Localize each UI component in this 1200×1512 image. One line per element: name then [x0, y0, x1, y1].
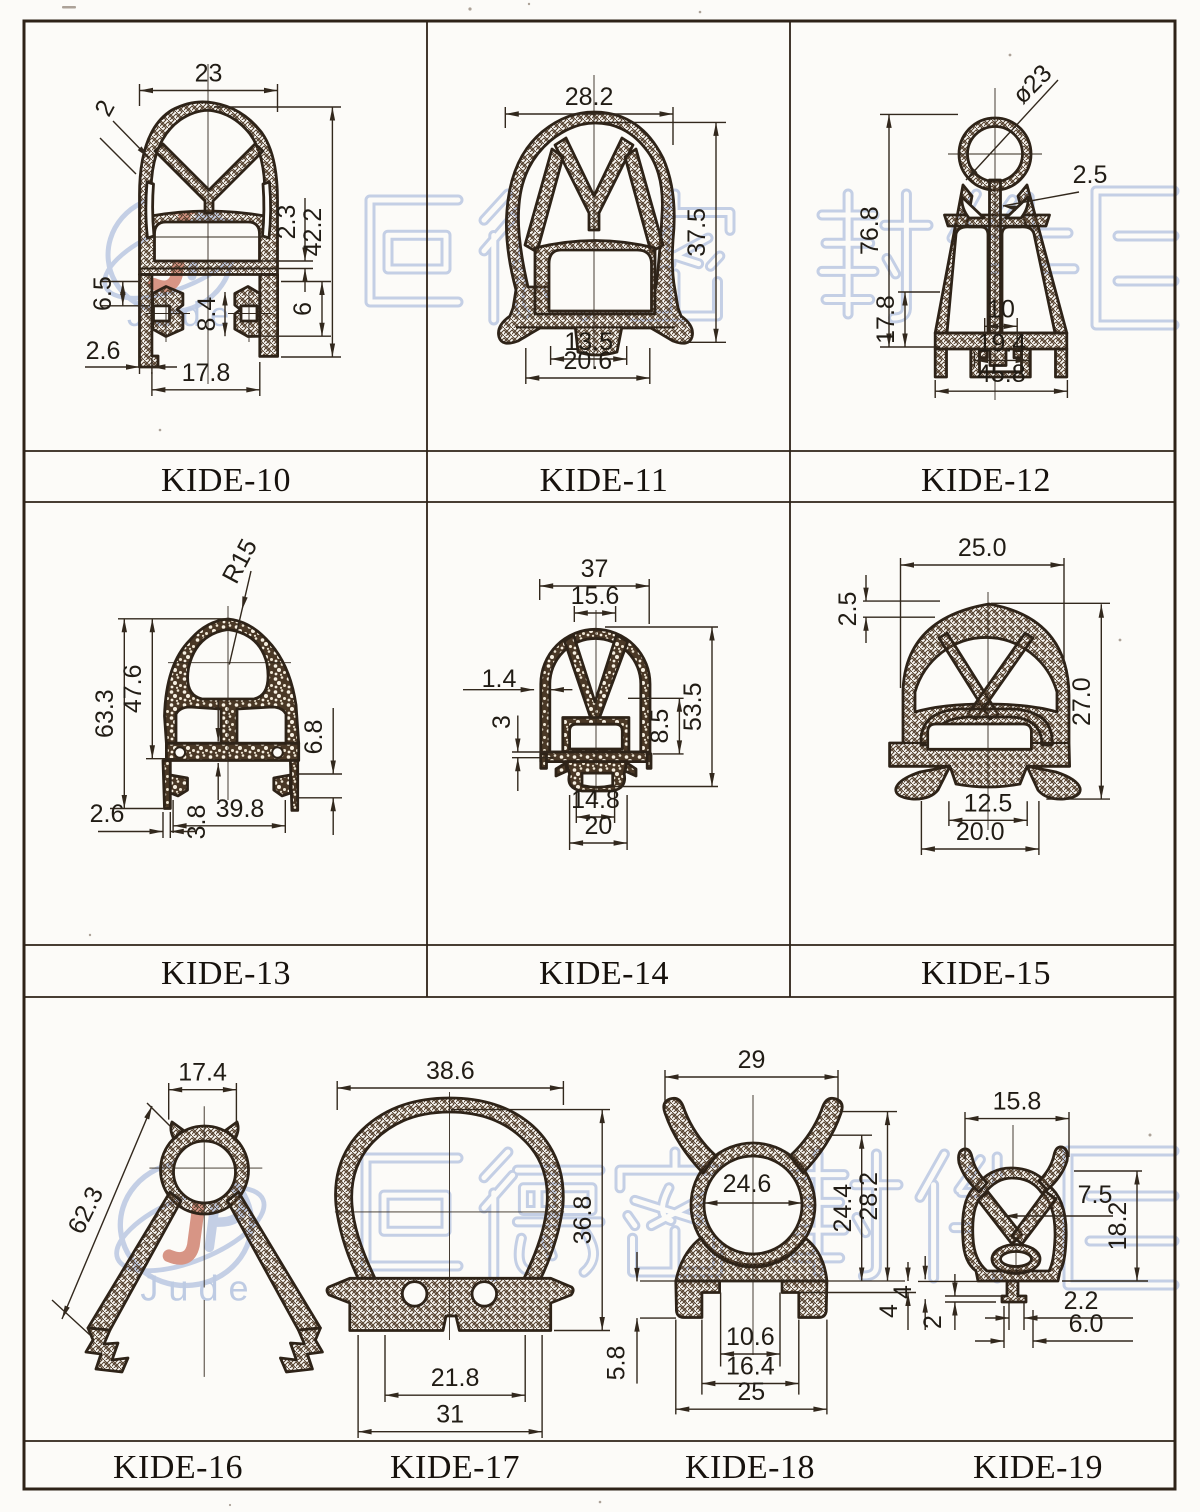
svg-text:2.3: 2.3	[273, 205, 301, 240]
svg-text:KIDE-19: KIDE-19	[973, 1449, 1103, 1486]
svg-text:25.0: 25.0	[958, 534, 1007, 562]
svg-text:6.0: 6.0	[1069, 1310, 1104, 1338]
svg-text:KIDE-18: KIDE-18	[685, 1449, 815, 1486]
svg-text:31: 31	[436, 1401, 464, 1429]
svg-text:15.8: 15.8	[993, 1088, 1042, 1116]
svg-text:14.8: 14.8	[571, 786, 620, 814]
svg-text:7.5: 7.5	[1078, 1181, 1113, 1209]
svg-text:2.5: 2.5	[834, 592, 862, 627]
svg-text:2: 2	[919, 1315, 947, 1329]
svg-text:36.8: 36.8	[569, 1196, 597, 1245]
svg-text:47.6: 47.6	[119, 664, 147, 713]
svg-text:4: 4	[875, 1304, 903, 1318]
svg-text:27.0: 27.0	[1068, 677, 1096, 726]
svg-text:15.6: 15.6	[571, 582, 620, 610]
svg-text:KIDE-11: KIDE-11	[540, 462, 669, 499]
svg-text:10: 10	[987, 295, 1015, 323]
svg-text:17.8: 17.8	[872, 295, 900, 344]
svg-text:KIDE-15: KIDE-15	[921, 955, 1051, 992]
svg-text:3.8: 3.8	[183, 805, 211, 840]
svg-text:24.4: 24.4	[829, 1184, 857, 1233]
svg-text:12.5: 12.5	[964, 789, 1013, 817]
svg-text:6: 6	[289, 302, 317, 316]
svg-text:KIDE-16: KIDE-16	[113, 1449, 243, 1486]
svg-text:8.4: 8.4	[193, 297, 221, 332]
svg-text:28.2: 28.2	[855, 1172, 883, 1221]
svg-text:38.6: 38.6	[426, 1057, 475, 1085]
svg-text:63.3: 63.3	[91, 689, 119, 738]
svg-text:37.5: 37.5	[683, 208, 711, 257]
svg-text:10.6: 10.6	[726, 1323, 775, 1351]
svg-text:J u d e: J u d e	[140, 1267, 248, 1308]
svg-text:13.5: 13.5	[564, 328, 613, 356]
svg-text:2.6: 2.6	[90, 800, 125, 828]
svg-text:8.5: 8.5	[646, 709, 674, 744]
svg-text:16.4: 16.4	[726, 1353, 775, 1381]
svg-text:KIDE-12: KIDE-12	[921, 462, 1051, 499]
svg-text:1.4: 1.4	[482, 665, 517, 693]
svg-text:19.4: 19.4	[977, 329, 1026, 357]
svg-text:KIDE-10: KIDE-10	[161, 462, 291, 499]
svg-text:24.6: 24.6	[723, 1170, 772, 1198]
svg-text:76.8: 76.8	[856, 206, 884, 255]
svg-text:29: 29	[738, 1046, 766, 1074]
svg-text:KIDE-17: KIDE-17	[390, 1449, 520, 1486]
svg-text:45.8: 45.8	[977, 360, 1026, 388]
svg-text:20.0: 20.0	[956, 818, 1005, 846]
svg-text:53.5: 53.5	[679, 682, 707, 731]
svg-text:2.2: 2.2	[1064, 1287, 1099, 1315]
svg-text:18.2: 18.2	[1104, 1202, 1132, 1251]
svg-text:4: 4	[889, 1285, 917, 1299]
svg-text:3: 3	[488, 715, 516, 729]
svg-text:21.8: 21.8	[431, 1364, 480, 1392]
svg-text:28.2: 28.2	[565, 83, 614, 111]
svg-text:25: 25	[737, 1378, 765, 1406]
svg-text:KIDE-14: KIDE-14	[539, 955, 669, 992]
svg-text:2.5: 2.5	[1073, 161, 1108, 189]
svg-text:KIDE-13: KIDE-13	[161, 955, 291, 992]
svg-text:17.8: 17.8	[182, 359, 231, 387]
svg-text:20.6: 20.6	[563, 347, 612, 375]
svg-text:42.2: 42.2	[299, 208, 327, 257]
svg-text:23: 23	[195, 60, 223, 88]
svg-text:5.8: 5.8	[603, 1346, 631, 1381]
svg-text:6.5: 6.5	[89, 276, 117, 311]
svg-text:6.8: 6.8	[300, 720, 328, 755]
svg-text:39.8: 39.8	[216, 795, 265, 823]
svg-text:2.6: 2.6	[86, 337, 121, 365]
svg-text:20: 20	[584, 812, 612, 840]
svg-text:37: 37	[581, 555, 609, 583]
svg-text:17.4: 17.4	[178, 1059, 227, 1087]
